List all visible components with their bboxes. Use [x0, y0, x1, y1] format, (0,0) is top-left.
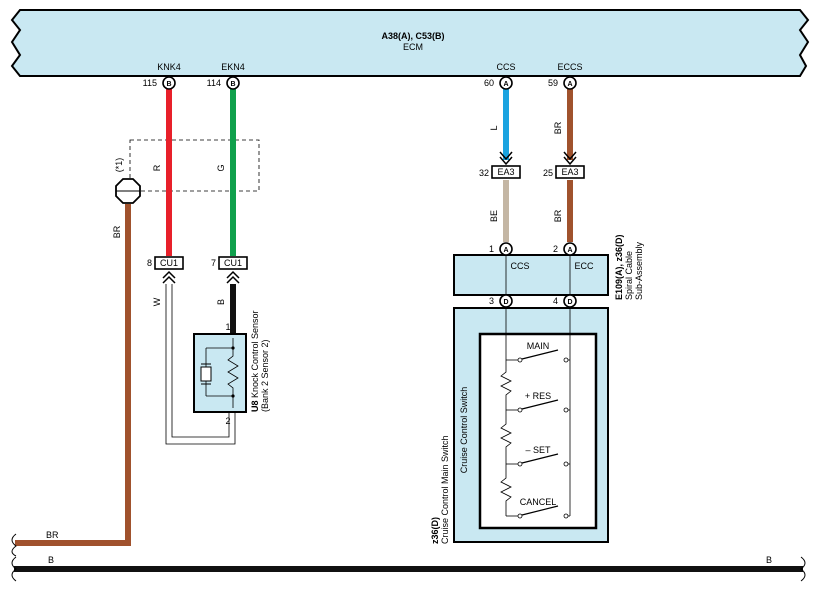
ecm-pin-59-num: 59	[548, 78, 558, 88]
wire-ground-br	[15, 204, 131, 546]
knock-sensor-id: U8	[250, 400, 260, 412]
spiral-pin-1: 1 A	[489, 242, 513, 256]
ecm-pin-60: 60 A	[484, 76, 513, 90]
spiral-cable-box	[453, 254, 609, 296]
ea3-right-connector: 25 EA3	[543, 151, 585, 179]
cruise-name: Cruise Control Main Switch	[440, 435, 450, 544]
knock-sensor-name: Knock Control Sensor	[250, 310, 260, 398]
ecm-name: ECM	[403, 42, 423, 52]
ea3-right-label: EA3	[561, 167, 578, 177]
ecm-pin-eccs-signal: ECCS	[557, 62, 582, 72]
wire-label-br-lower: BR	[553, 209, 563, 222]
spiral-pin-2-num: 2	[553, 244, 558, 254]
ecm-connector-label: A38(A), C53(B)	[381, 31, 444, 41]
ecm-pin-knk4-signal: KNK4	[157, 62, 181, 72]
ground-splice: (*1)	[114, 158, 141, 204]
ecm-pin-59: 59 A	[548, 76, 577, 90]
cu1-left-connector: 8 CU1	[147, 256, 184, 284]
ea3-left-num: 32	[479, 168, 489, 178]
ecm-pin-114: 114 B	[207, 76, 240, 90]
spiral-name: Spiral Cable	[624, 251, 634, 300]
spiral-pin-3: 3 D	[489, 294, 513, 308]
switch-cancel-label: CANCEL	[520, 497, 557, 507]
knock-sensor-label: U8 Knock Control Sensor (Bank 2 Sensor 2…	[250, 310, 270, 412]
ecm-pin-114-num: 114	[207, 78, 221, 88]
shield-box	[129, 139, 260, 192]
wire-label-l: L	[489, 125, 499, 130]
spiral-pin-3-num: 3	[489, 296, 494, 306]
cruise-id: z36(D)	[430, 517, 440, 544]
spiral-id: E109(A), z36(D)	[614, 234, 624, 300]
spiral-pin-4: 4 D	[553, 294, 577, 308]
cruise-main-label: z36(D) Cruise Control Main Switch	[430, 435, 450, 544]
switch-cancel: CANCEL	[506, 497, 570, 519]
wire-shield-w	[165, 284, 236, 445]
knock-sensor: 1 2	[193, 322, 247, 426]
wire-label-be: BE	[489, 210, 499, 222]
ecm-pin-ccs-signal: CCS	[496, 62, 515, 72]
ecm-panel	[10, 9, 810, 77]
ecm-pin-115-conn: B	[166, 81, 171, 88]
ecm-pin-59-conn: A	[567, 81, 572, 88]
cruise-inner-switch-box	[478, 332, 598, 530]
spiral-pin-4-num: 4	[553, 296, 558, 306]
spiral-pin-2: 2 A	[553, 242, 577, 256]
wire-label-br-ground: BR	[112, 225, 122, 238]
ea3-left-label: EA3	[497, 167, 514, 177]
ea3-left-connector: 32 EA3	[479, 151, 521, 179]
spiral-label-ccs: CCS	[510, 261, 529, 271]
spiral-pin-1-conn: A	[503, 247, 508, 254]
knock-pin1: 1	[225, 322, 230, 332]
switch-res-label: + RES	[525, 391, 551, 401]
cu1-right-num: 7	[211, 258, 216, 268]
switch-main: MAIN	[506, 341, 570, 363]
ecm-pin-ekn4-signal: EKN4	[221, 62, 245, 72]
switch-set-label: – SET	[525, 445, 551, 455]
wire-label-w: W	[152, 297, 162, 306]
ecm-pin-60-num: 60	[484, 78, 494, 88]
wire-label-br-bus: BR	[46, 530, 59, 540]
wire-label-r: R	[152, 164, 162, 171]
ground-bus-label-right: B	[766, 555, 772, 565]
switch-main-label: MAIN	[527, 341, 550, 351]
spiral-pin-2-conn: A	[567, 247, 572, 254]
ecm-pin-115-num: 115	[143, 78, 157, 88]
knock-pin2: 2	[225, 416, 230, 426]
cu1-right-label: CU1	[224, 258, 242, 268]
ecm-pin-115: 115 B	[143, 76, 176, 90]
spiral-cable-label: E109(A), z36(D) Spiral Cable Sub-Assembl…	[614, 234, 644, 300]
spiral-label-ecc: ECC	[574, 261, 594, 271]
cu1-left-label: CU1	[160, 258, 178, 268]
spiral-pin-4-conn: D	[567, 299, 572, 306]
ea3-right-num: 25	[543, 168, 553, 178]
switch-set: – SET	[506, 445, 570, 467]
cruise-inner-label: Cruise Control Switch	[459, 387, 469, 474]
splice-note: (*1)	[114, 158, 124, 173]
knock-sensor-sub: (Bank 2 Sensor 2)	[260, 339, 270, 412]
wire-label-b: B	[216, 299, 226, 305]
ecm-pin-60-conn: A	[503, 81, 508, 88]
ground-bus-label-left: B	[48, 555, 54, 565]
ecm-pin-114-conn: B	[230, 81, 235, 88]
spiral-pin-3-conn: D	[503, 299, 508, 306]
wire-label-g: G	[216, 164, 226, 171]
wire-shield-w-inner	[171, 284, 230, 438]
cruise-switch-circuit: MAIN + RES – SET CANCEL	[500, 307, 571, 519]
cu1-right-connector: 7 CU1	[211, 256, 248, 284]
switch-res: + RES	[506, 391, 570, 413]
wire-label-br-upper: BR	[553, 121, 563, 134]
spiral-sub: Sub-Assembly	[634, 241, 644, 300]
spiral-pin-1-num: 1	[489, 244, 494, 254]
ground-bus: B B	[11, 533, 806, 582]
cu1-left-num: 8	[147, 258, 152, 268]
